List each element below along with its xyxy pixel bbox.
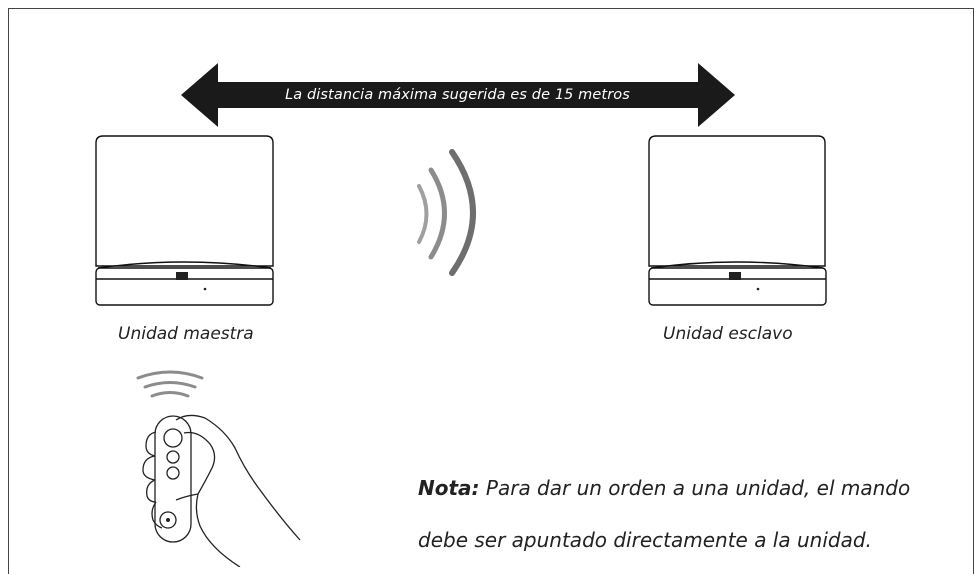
remote-signal-icon (136, 370, 204, 398)
slave-unit-icon (648, 135, 827, 306)
master-unit-caption: Unidad maestra (118, 324, 254, 344)
master-unit-icon (95, 135, 274, 306)
double-arrow-icon (181, 63, 735, 127)
slave-unit-caption: Unidad esclavo (663, 324, 793, 344)
note-label: Nota: (418, 476, 480, 500)
distance-label: La distancia máxima sugerida es de 15 me… (285, 87, 630, 103)
note-line-1: Nota: Para dar un orden a una unidad, el… (418, 462, 958, 514)
diagram-frame (8, 8, 974, 574)
note-line-2: debe ser apuntado directamente a la unid… (418, 528, 872, 552)
remote-control-icon (142, 414, 301, 567)
wireless-signal-icon (417, 149, 476, 276)
note-block: Nota: Para dar un orden a una unidad, el… (418, 462, 958, 566)
note-text-1: Para dar un orden a una unidad, el mando (479, 476, 911, 500)
